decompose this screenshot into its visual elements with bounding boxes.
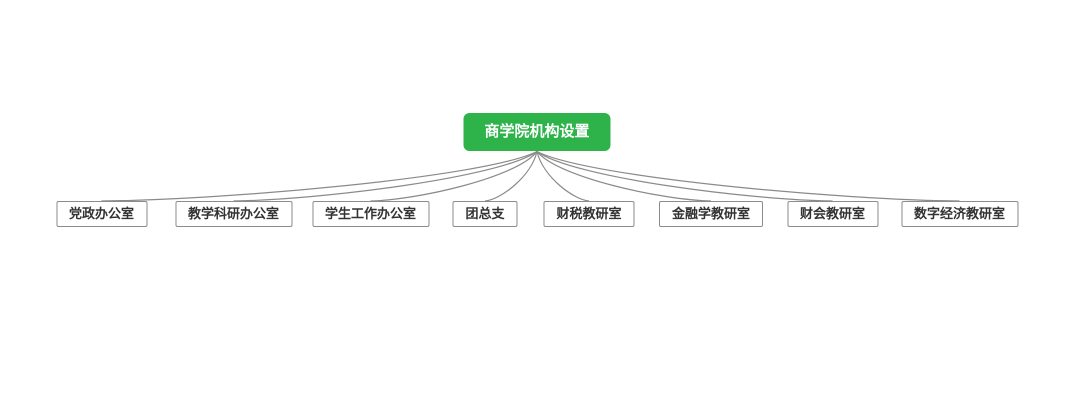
org-child-node[interactable]: 党政办公室 (55, 201, 148, 227)
root-node[interactable]: 商学院机构设置 (463, 113, 611, 151)
connector-line (484, 151, 538, 202)
org-child-node-label: 金融学教研室 (671, 206, 751, 221)
org-child-node[interactable]: 学生工作办公室 (311, 201, 430, 227)
org-child-node[interactable]: 数字经济教研室 (900, 201, 1019, 227)
org-child-node-label: 党政办公室 (68, 206, 135, 221)
connector-line (370, 151, 538, 202)
org-child-node-label: 数字经济教研室 (913, 206, 1006, 221)
connector-line (536, 151, 833, 202)
org-child-node-label: 财会教研室 (799, 206, 866, 221)
connector-line (536, 151, 590, 202)
connector-line (233, 151, 538, 202)
connector-line (536, 150, 960, 202)
org-child-node[interactable]: 团总支 (452, 201, 518, 227)
org-child-node-label: 财税教研室 (556, 206, 622, 221)
root-node-label: 商学院机构设置 (484, 123, 590, 140)
org-child-node[interactable]: 教学科研办公室 (174, 201, 293, 227)
org-child-node-label: 教学科研办公室 (187, 206, 280, 221)
org-child-node[interactable]: 财会教研室 (786, 201, 879, 227)
connector-line (536, 151, 712, 202)
org-child-node-label: 团总支 (465, 206, 505, 221)
connector-line (101, 150, 538, 202)
org-child-node-label: 学生工作办公室 (324, 206, 417, 221)
org-child-node[interactable]: 财税教研室 (543, 201, 635, 227)
org-child-node[interactable]: 金融学教研室 (658, 201, 764, 227)
